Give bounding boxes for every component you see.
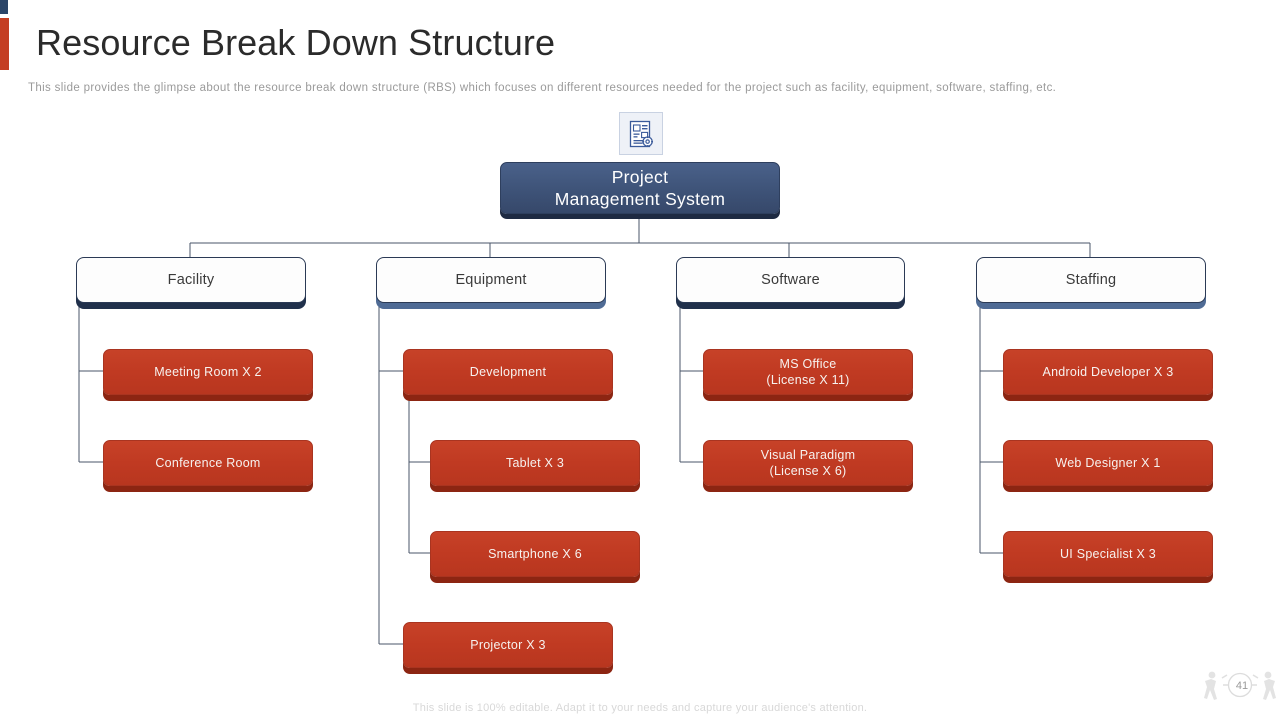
leaf-label-line1: Conference Room — [155, 456, 261, 470]
leaf-label-line1: Development — [469, 365, 547, 379]
page-subtitle: This slide provides the glimpse about th… — [28, 82, 1057, 94]
leaf-label-line1: Visual Paradigm — [760, 448, 856, 462]
node-leaf-ms-office[interactable]: MS Office (License X 11) — [703, 349, 913, 395]
node-leaf-web-designer[interactable]: Web Designer X 1 — [1003, 440, 1213, 486]
category-label: Staffing — [1065, 272, 1117, 288]
leaf-label-line1: UI Specialist X 3 — [1060, 547, 1156, 561]
node-category-facility[interactable]: Facility — [76, 257, 306, 303]
node-leaf-android-developer[interactable]: Android Developer X 3 — [1003, 349, 1213, 395]
root-label-line1: Project — [611, 167, 669, 187]
node-category-equipment[interactable]: Equipment — [376, 257, 606, 303]
leaf-label-line1: MS Office — [779, 357, 837, 371]
leaf-label-line1: Projector X 3 — [470, 638, 546, 652]
node-leaf-meeting-room[interactable]: Meeting Room X 2 — [103, 349, 313, 395]
category-label: Equipment — [455, 272, 527, 288]
node-leaf-projector[interactable]: Projector X 3 — [403, 622, 613, 668]
page-title: Resource Break Down Structure — [36, 22, 556, 63]
page-number: 41 — [1235, 680, 1249, 692]
document-gear-icon — [619, 112, 663, 155]
accent-bar-navy — [0, 0, 8, 14]
node-category-staffing[interactable]: Staffing — [976, 257, 1206, 303]
walking-people-icon — [1204, 671, 1276, 700]
leaf-label-line1: Web Designer X 1 — [1055, 456, 1161, 470]
node-leaf-tablet[interactable]: Tablet X 3 — [430, 440, 640, 486]
footer-note: This slide is 100% editable. Adapt it to… — [412, 702, 868, 714]
node-category-software[interactable]: Software — [676, 257, 905, 303]
leaf-label-line1: Meeting Room X 2 — [154, 365, 262, 379]
accent-bar-red — [0, 18, 9, 70]
node-leaf-visual-paradigm[interactable]: Visual Paradigm (License X 6) — [703, 440, 913, 486]
node-leaf-development[interactable]: Development — [403, 349, 613, 395]
leaf-label-line1: Tablet X 3 — [505, 456, 565, 470]
category-label: Software — [761, 272, 820, 288]
category-label: Facility — [167, 272, 215, 288]
leaf-label-line2: (License X 11) — [766, 373, 850, 387]
root-label-line2: Management System — [554, 189, 726, 209]
node-leaf-ui-specialist[interactable]: UI Specialist X 3 — [1003, 531, 1213, 577]
leaf-label-line1: Smartphone X 6 — [488, 547, 582, 561]
leaf-label-line1: Android Developer X 3 — [1042, 365, 1174, 379]
node-root-project-management-system[interactable]: Project Management System — [500, 162, 780, 214]
node-leaf-conference-room[interactable]: Conference Room — [103, 440, 313, 486]
leaf-label-line2: (License X 6) — [769, 464, 847, 478]
node-leaf-smartphone[interactable]: Smartphone X 6 — [430, 531, 640, 577]
